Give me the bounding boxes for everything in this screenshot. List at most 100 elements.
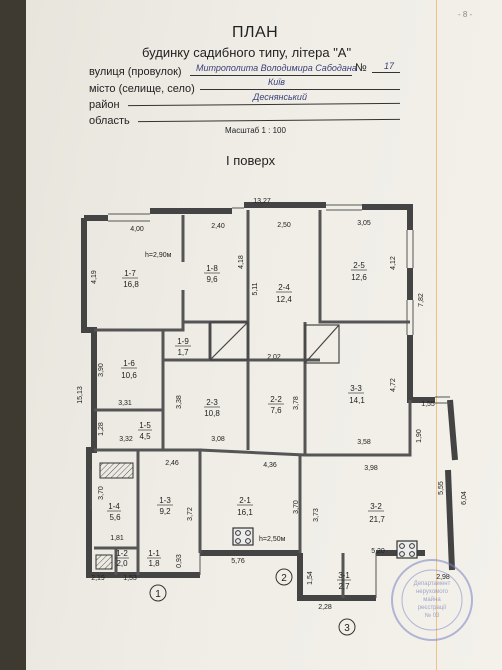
street-value: Митрополита Володимира Сабодана — [196, 63, 357, 73]
dimension-label: 3,58 — [357, 439, 371, 446]
stove-icon — [232, 527, 254, 546]
room-area: 9,2 — [159, 507, 171, 516]
number-underline — [372, 72, 400, 73]
stamp-inner-ring — [401, 569, 463, 631]
dimension-label: 3,70 — [293, 500, 300, 514]
hatched-fixtures — [95, 462, 134, 570]
district-label: район — [89, 99, 120, 111]
dimension-label: 3,73 — [313, 508, 320, 522]
east-wall-b — [407, 335, 435, 403]
stamp-text: № 03 — [425, 612, 440, 619]
burner-icon — [409, 551, 415, 557]
stoves — [232, 527, 418, 559]
stairs — [209, 321, 340, 364]
room-area: 7,6 — [270, 406, 282, 415]
dimension-label: 3,31 — [118, 400, 132, 407]
room-area: 10,8 — [204, 409, 220, 418]
burner-icon — [245, 538, 251, 544]
dimension-label: 5,20 — [371, 548, 385, 555]
stamp-text: Департамент — [414, 581, 451, 587]
registry-stamp: Департамент нерухомого майна реєстрації … — [391, 559, 473, 641]
entrance-marker — [275, 568, 293, 586]
room-id: 3-3 — [350, 384, 362, 393]
street-label: вулиця (провулок) — [89, 66, 182, 78]
dimension-label: 1,28 — [98, 422, 105, 436]
stamp-text: майна — [423, 596, 441, 603]
scale-label: Масштаб 1 : 100 — [225, 126, 286, 135]
room-area: 2,0 — [116, 559, 128, 568]
stove-icon — [396, 540, 418, 559]
stair-diagonal — [304, 324, 340, 364]
east-wall-c — [447, 399, 458, 461]
dimension-label: 1,81 — [110, 535, 124, 542]
dimension-label: 4,19 — [91, 270, 98, 284]
room-labels: 1-716,8 1-89,6 2-412,4 2-512,6 1-91,7 1-… — [107, 261, 385, 591]
dimension-label: 3,08 — [211, 436, 225, 443]
entrance-number: 2 — [281, 573, 287, 584]
entrance-marker — [149, 584, 167, 602]
dimension-label: 4,00 — [130, 226, 144, 233]
dimension-label: 5,55 — [438, 481, 445, 495]
room-area: 9,6 — [206, 275, 218, 284]
dimension-label: 2,19 — [91, 575, 105, 582]
wall-2-1-north — [199, 448, 306, 457]
room-id: 1-4 — [108, 502, 120, 511]
room-area: 1,8 — [148, 559, 160, 568]
burner-icon — [399, 551, 405, 557]
floor-title: І поверх — [226, 153, 276, 168]
city-label: місто (селище, село) — [89, 83, 195, 95]
dimension-label: 3,90 — [98, 363, 105, 377]
entrance-marker — [338, 618, 356, 636]
height-note: h=2,50м — [259, 536, 286, 543]
dimension-label: 1,53 — [123, 575, 137, 582]
dimension-label: 2,50 — [277, 222, 291, 229]
dimension-label: 4,18 — [238, 255, 245, 269]
wall-2-4-east — [318, 210, 410, 324]
city-underline — [200, 89, 400, 90]
dimension-label: 1,90 — [416, 429, 423, 443]
city-value: Київ — [268, 77, 286, 87]
dimension-label: 3,70 — [98, 486, 105, 500]
vestibule-wall — [297, 553, 376, 601]
room-area: 16,1 — [237, 508, 253, 517]
dimension-label: 13,27 — [253, 198, 271, 205]
room-id: 1-9 — [177, 337, 189, 346]
stair-west — [209, 321, 249, 361]
number-value: 17 — [384, 61, 395, 71]
room-id: 1-8 — [206, 264, 218, 273]
room-id: 1-5 — [139, 421, 151, 430]
north-wall-d — [362, 204, 413, 230]
burner-icon — [235, 530, 241, 536]
dimension-label: 2,98 — [436, 574, 450, 581]
dimension-label: 4,72 — [390, 378, 397, 392]
room-id: 1-6 — [123, 359, 135, 368]
stamp-text: нерухомого — [416, 589, 449, 595]
dimension-label: 2,02 — [267, 354, 281, 361]
room-area: 2,7 — [338, 582, 350, 591]
dimension-label: 1,54 — [307, 571, 314, 585]
room-id: 2-4 — [278, 283, 290, 292]
room-area: 16,8 — [123, 280, 139, 289]
dimension-label: 3,78 — [293, 396, 300, 410]
room-area: 14,1 — [349, 396, 365, 405]
stamp-text: реєстрації — [418, 605, 447, 611]
street-underline — [190, 75, 352, 76]
dimension-label: 2,46 — [165, 460, 179, 467]
wall-1-7-south — [94, 290, 185, 332]
burner-icon — [409, 543, 415, 549]
dimension-label: 1,55 — [421, 401, 435, 408]
wall-3-3-south — [305, 400, 412, 457]
room-id: 2-5 — [353, 261, 365, 270]
room-id: 2-1 — [239, 496, 251, 505]
burner-icon — [399, 543, 405, 549]
room-area: 10,6 — [121, 371, 137, 380]
windows — [90, 204, 450, 598]
entrance-markers: 1 2 3 — [149, 568, 356, 636]
room-id: 2-2 — [270, 395, 282, 404]
number-symbol: № — [355, 62, 367, 74]
room-area: 4,5 — [139, 432, 151, 441]
room-area: 21,7 — [369, 515, 385, 524]
plan-title: ПЛАН — [232, 24, 279, 41]
stamp-outer-ring — [391, 559, 473, 641]
